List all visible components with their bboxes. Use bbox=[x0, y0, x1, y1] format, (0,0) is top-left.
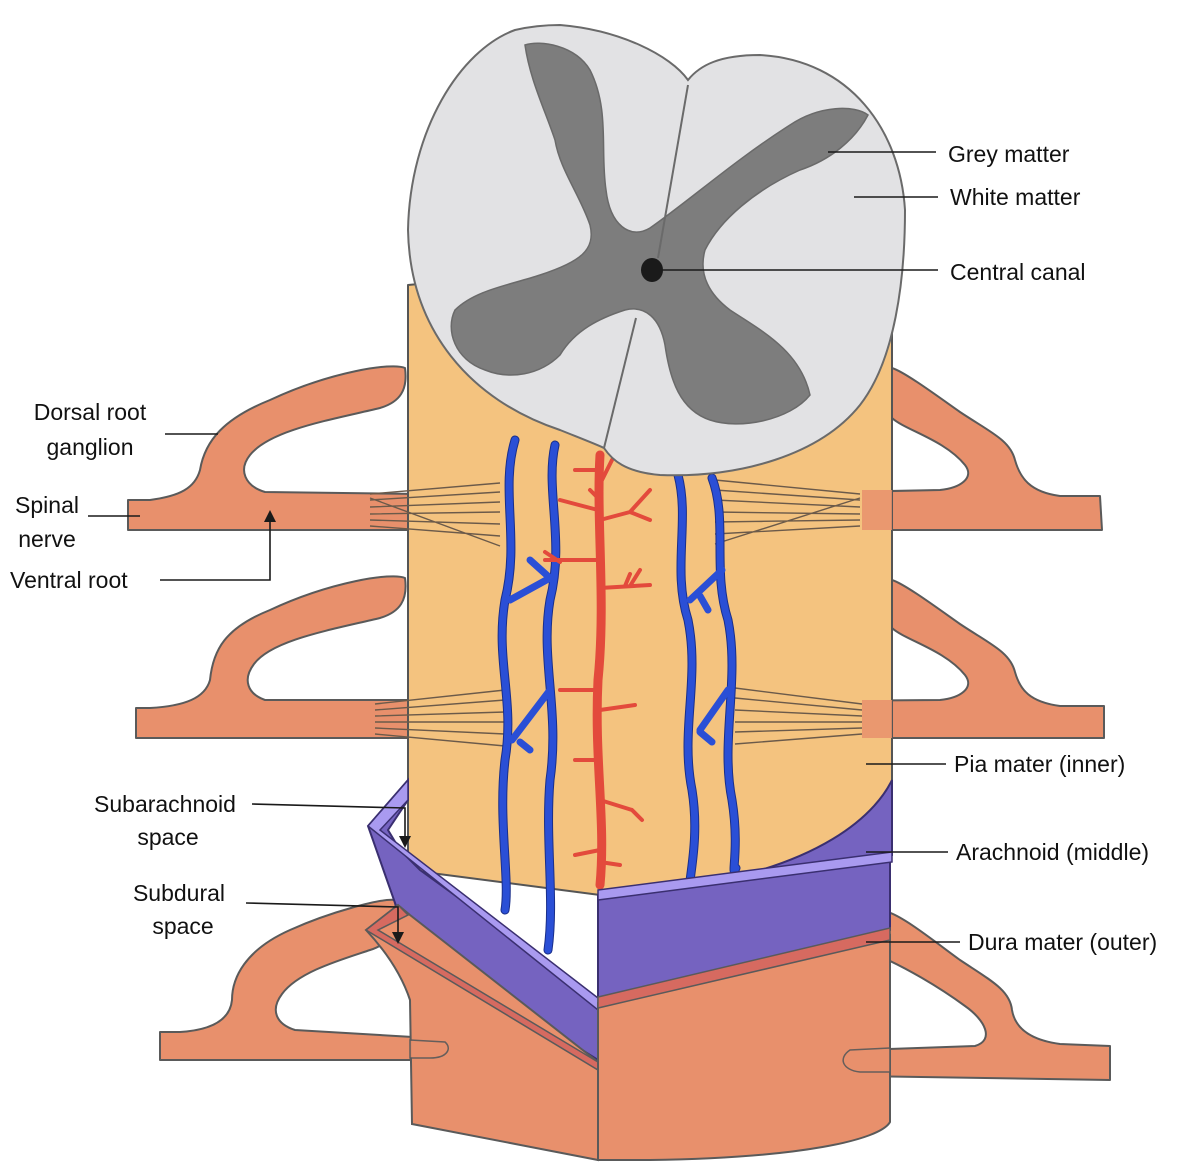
label-grey-matter: Grey matter bbox=[948, 141, 1070, 167]
label-ventral-root: Ventral root bbox=[10, 567, 128, 593]
label-central-canal: Central canal bbox=[950, 259, 1086, 285]
spinal-nerve-blend-right-upper bbox=[862, 490, 892, 530]
spinal-nerve-blend-right-middle bbox=[862, 700, 892, 738]
label-subdural-line2: space bbox=[152, 913, 213, 939]
label-subdural-line1: Subdural bbox=[133, 880, 225, 906]
label-subarachnoid-line2: space bbox=[137, 824, 198, 850]
label-dura-mater: Dura mater (outer) bbox=[968, 929, 1157, 955]
label-pia-mater: Pia mater (inner) bbox=[954, 751, 1125, 777]
label-spinal-nerve-line1: Spinal bbox=[15, 492, 79, 518]
spinal-nerve-right-lower-overlay bbox=[843, 1048, 890, 1072]
label-subarachnoid-line1: Subarachnoid bbox=[94, 791, 236, 817]
label-spinal-nerve-line2: nerve bbox=[18, 526, 76, 552]
label-white-matter: White matter bbox=[950, 184, 1081, 210]
spinal-nerve-left-lower-overlay bbox=[410, 1040, 448, 1058]
label-arachnoid: Arachnoid (middle) bbox=[956, 839, 1149, 865]
label-dorsal-root-ganglion-line2: ganglion bbox=[47, 434, 134, 460]
label-dorsal-root-ganglion-line1: Dorsal root bbox=[34, 399, 147, 425]
